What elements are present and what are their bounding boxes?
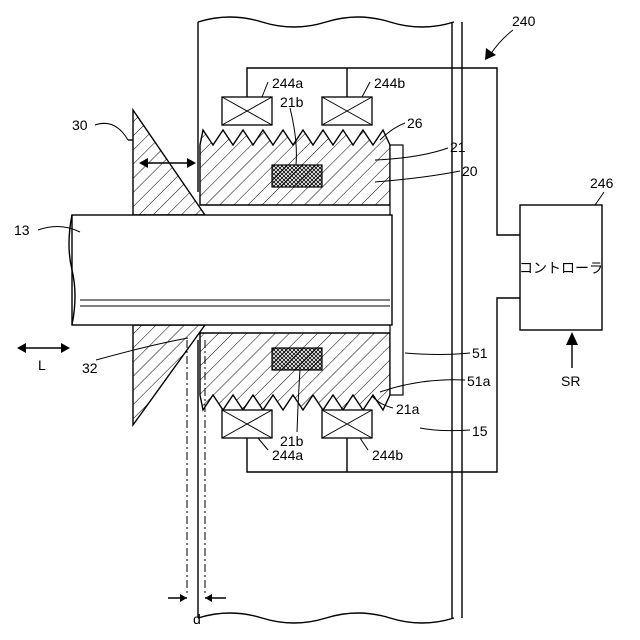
label-13: 13 bbox=[14, 222, 30, 238]
label-246: 246 bbox=[590, 175, 614, 191]
controller-label: コントローラ bbox=[519, 260, 603, 276]
label-244b-top: 244b bbox=[374, 75, 405, 91]
label-21a: 21a bbox=[396, 401, 420, 417]
label-21b-top: 21b bbox=[280, 94, 304, 110]
label-20: 20 bbox=[462, 163, 478, 179]
label-244b-bottom: 244b bbox=[372, 447, 403, 463]
label-26: 26 bbox=[407, 115, 423, 131]
shaft-13 bbox=[69, 215, 392, 325]
magnet-21b-top bbox=[272, 165, 322, 187]
label-21: 21 bbox=[450, 139, 466, 155]
sr-arrow bbox=[566, 332, 578, 368]
l-arrow bbox=[17, 343, 70, 353]
label-15: 15 bbox=[472, 423, 488, 439]
label-240: 240 bbox=[512, 13, 536, 29]
label-32: 32 bbox=[82, 360, 98, 376]
label-30: 30 bbox=[72, 117, 88, 133]
label-244a-bottom: 244a bbox=[272, 447, 303, 463]
label-244a-top: 244a bbox=[272, 75, 303, 91]
label-d: d bbox=[193, 611, 201, 627]
magnet-21b-bottom bbox=[272, 348, 322, 370]
label-51a: 51a bbox=[467, 373, 491, 389]
label-L: L bbox=[38, 357, 46, 373]
label-SR: SR bbox=[561, 373, 580, 389]
label-51: 51 bbox=[472, 345, 488, 361]
